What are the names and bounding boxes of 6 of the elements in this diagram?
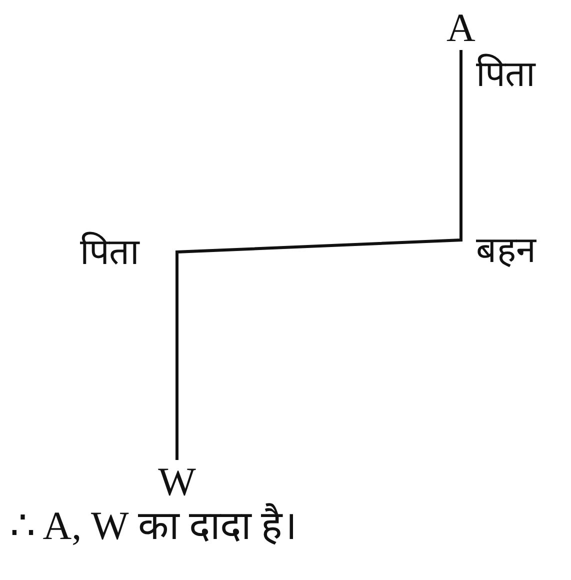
relation-label: पिता [80, 234, 139, 270]
connector-line [176, 50, 462, 460]
relation-label: पिता [476, 56, 535, 92]
node-label: W [158, 462, 196, 502]
relation-label: बहन [476, 232, 536, 268]
node-label: A [446, 8, 476, 48]
